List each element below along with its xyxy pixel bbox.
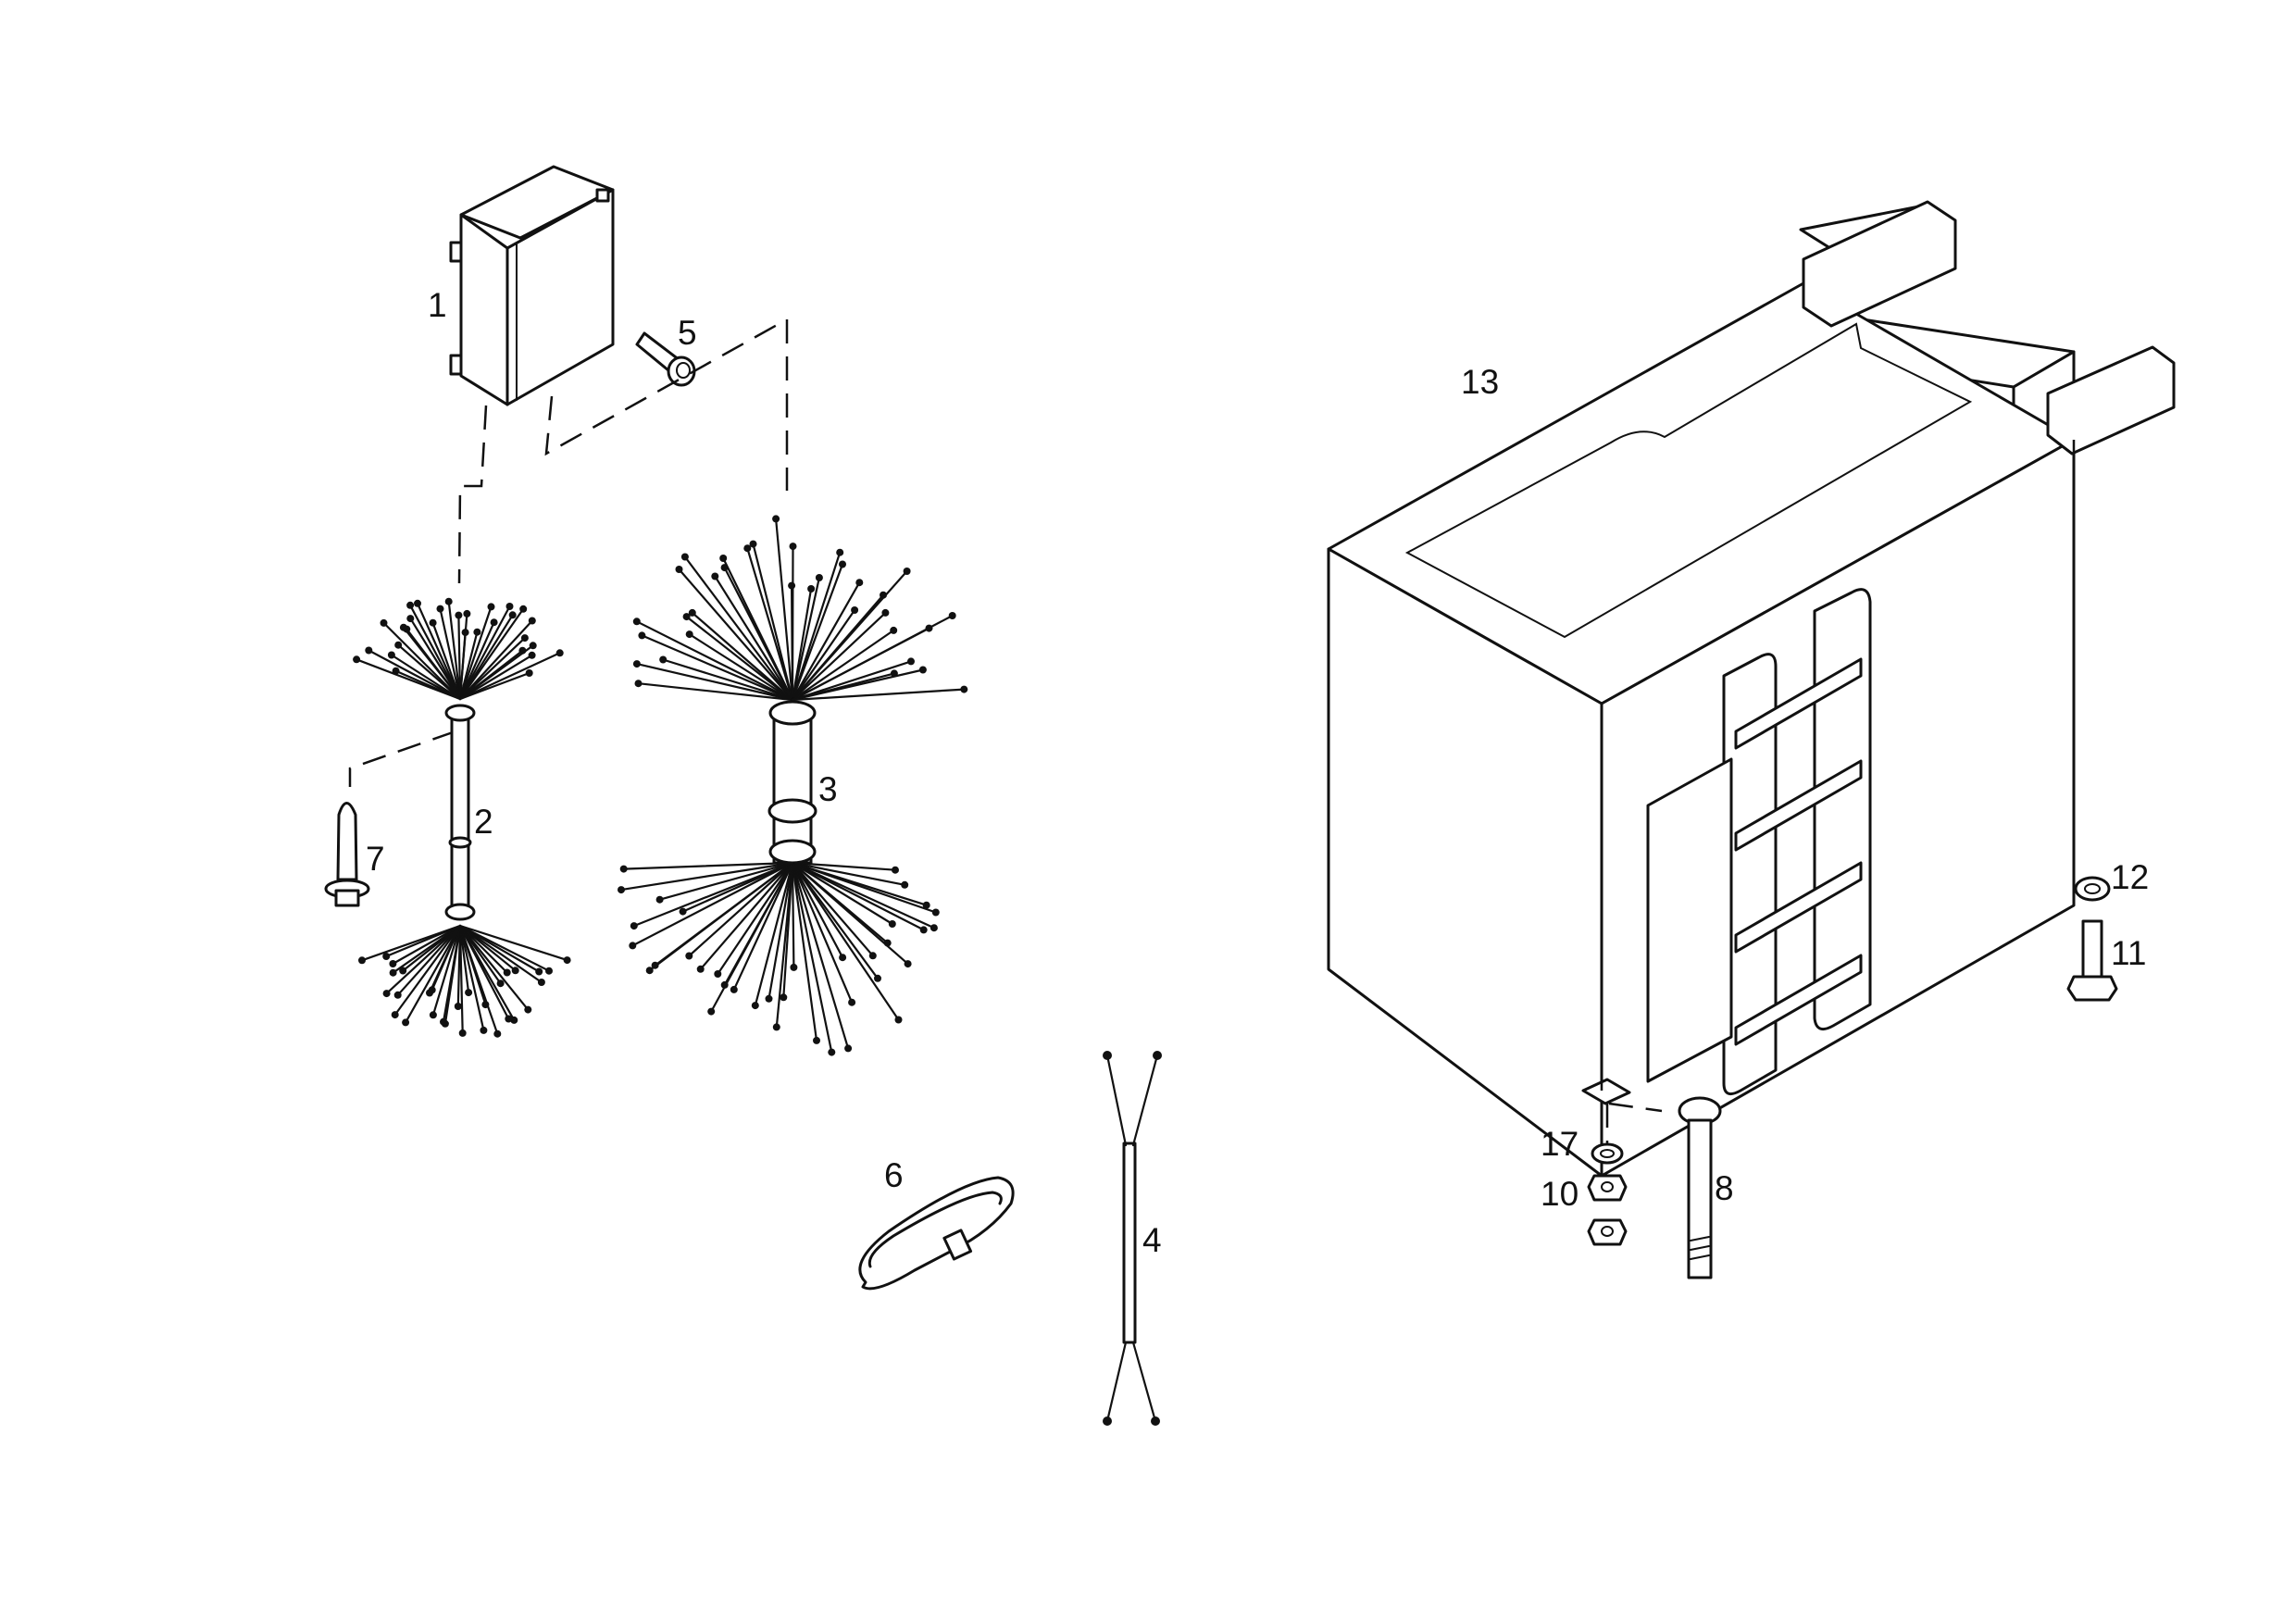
callout-3: 3 <box>818 770 838 808</box>
callout-17: 17 <box>1541 1125 1578 1163</box>
callout-7: 7 <box>366 840 385 878</box>
callout-12: 12 <box>2111 858 2149 896</box>
part-2-small-harness <box>353 597 571 1038</box>
callout-11: 11 <box>2111 934 2146 972</box>
callout-13: 13 <box>1461 363 1499 401</box>
part-11-bolt <box>2066 919 2118 1002</box>
part-4-cable <box>1103 1051 1162 1426</box>
part-3-large-harness <box>618 515 968 1056</box>
callout-4: 4 <box>1142 1221 1162 1259</box>
callout-2: 2 <box>474 803 493 841</box>
part-17-washer <box>1591 1142 1624 1165</box>
part-1-control-box <box>449 165 615 406</box>
part-6-cable-tie <box>858 1176 1015 1291</box>
callout-8: 8 <box>1715 1169 1734 1207</box>
part-8-bolt <box>1678 1096 1722 1279</box>
callout-10: 10 <box>1541 1175 1578 1213</box>
callout-5: 5 <box>678 314 697 352</box>
part-12-washer <box>2074 876 2111 902</box>
callout-1: 1 <box>428 286 447 324</box>
part-10-nut <box>1587 1174 1628 1246</box>
part-7-plug <box>324 802 370 907</box>
part-5-screw <box>635 331 696 387</box>
leader-lines-left <box>348 317 789 787</box>
callout-labels: 1 2 3 4 5 6 7 8 10 11 12 13 17 <box>366 286 2149 1259</box>
part-13-housing <box>1327 200 2176 1178</box>
callout-6: 6 <box>884 1156 904 1194</box>
